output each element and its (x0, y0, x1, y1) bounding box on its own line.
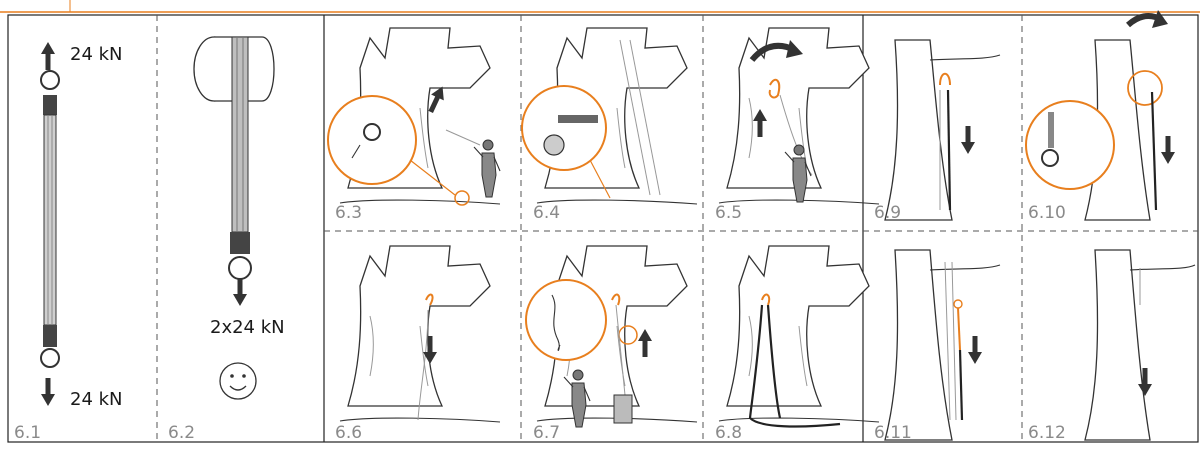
panel-label: 6.4 (533, 203, 560, 223)
detail-magnifier-icon (1026, 101, 1114, 189)
panel-6-4: 6.4 (522, 28, 697, 223)
force-label-top: 24 kN (70, 44, 123, 65)
sling-body (44, 115, 56, 325)
sling-body (232, 37, 248, 232)
panel-6-8: 6.8 (715, 246, 879, 443)
tree-icon (885, 40, 952, 220)
panel-6-5: 6.5 (715, 28, 879, 223)
sling-sleeve (230, 232, 250, 254)
arrow-icon (961, 126, 975, 154)
panel-6-6: 6.6 (335, 246, 500, 443)
panel-6-11: 6.11 (874, 250, 1000, 443)
ring-icon (229, 257, 251, 279)
panel-6-1: 24 kN 24 kN 6.1 (14, 42, 123, 443)
rope-bag-icon (614, 395, 632, 423)
arrow-icon (1161, 136, 1175, 164)
tree-icon (885, 250, 952, 440)
panel-6-9: 6.9 (874, 40, 1000, 223)
panel-6-10: 6.10 (1026, 10, 1175, 223)
ring-icon (41, 71, 59, 89)
panel-6-2: 2x24 kN 6.2 (168, 37, 285, 443)
force-label-bottom: 24 kN (70, 389, 123, 410)
panel-label: 6.3 (335, 203, 362, 223)
panel-label: 6.5 (715, 203, 742, 223)
arrow-icon (233, 278, 247, 306)
force-label-basket: 2x24 kN (210, 317, 285, 338)
panel-6-7: 6.7 (526, 246, 697, 443)
panel-label: 6.9 (874, 203, 901, 223)
arrow-icon (968, 336, 982, 364)
smiley-face-icon (220, 363, 256, 399)
ring-icon (41, 349, 59, 367)
detail-magnifier-icon (526, 280, 606, 360)
panel-6-3: 6.3 (328, 28, 500, 223)
arrow-icon (41, 378, 55, 406)
panel-label: 6.12 (1028, 423, 1066, 443)
sling-sleeve (43, 95, 57, 115)
panel-label: 6.7 (533, 423, 560, 443)
tree-icon (719, 246, 879, 422)
panel-label: 6.1 (14, 423, 41, 443)
panel-label: 6.11 (874, 423, 912, 443)
panel-label: 6.2 (168, 423, 195, 443)
sling-sleeve (43, 325, 57, 347)
panel-label: 6.10 (1028, 203, 1066, 223)
panel-label: 6.6 (335, 423, 362, 443)
panel-6-12: 6.12 (1028, 250, 1195, 443)
climber-figure-icon (474, 140, 500, 197)
panel-label: 6.8 (715, 423, 742, 443)
detail-magnifier-icon (522, 86, 606, 170)
arrow-icon (41, 42, 55, 70)
arrow-icon (638, 329, 652, 357)
